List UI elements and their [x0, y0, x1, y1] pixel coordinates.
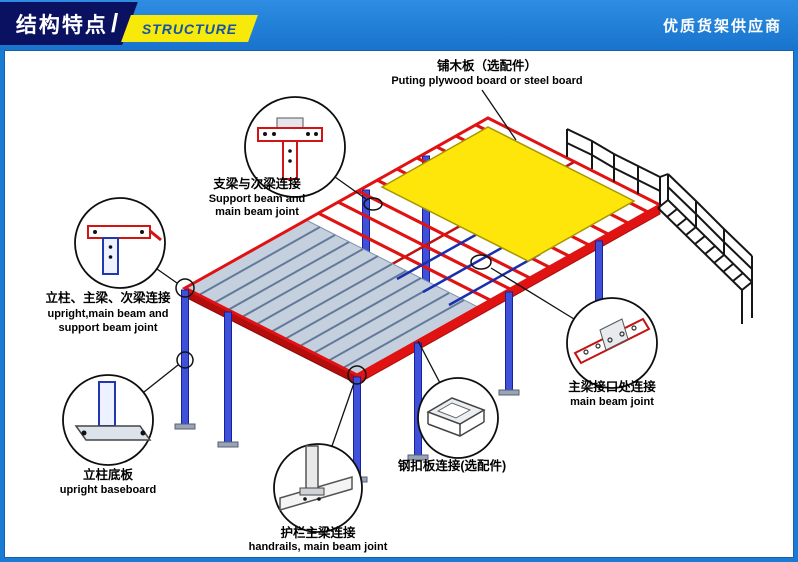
- label-buckle-cn: 钢扣板连接(选配件): [398, 458, 506, 473]
- brand-navy-shape: 结构特点 /: [0, 2, 139, 45]
- label-upright-joint-cn: 立柱、主梁、次梁连接: [45, 290, 171, 305]
- label-support-joint-en1: Support beam and: [209, 193, 306, 205]
- purlin-braces: [396, 226, 541, 307]
- marker-upright: [176, 351, 194, 369]
- label-handrail-en1: handrails, main beam joint: [249, 541, 388, 553]
- plywood-label: 铺木板（选配件） Puting plywood board or steel b…: [391, 58, 582, 87]
- label-baseboard-en1: upright baseboard: [60, 484, 157, 496]
- label-main-joint-en1: main beam joint: [570, 396, 654, 408]
- callout-buckle-plate: 钢扣板连接(选配件): [398, 377, 506, 473]
- callout-circle: [74, 197, 166, 289]
- label-main-joint-cn: 主梁接口处连接: [568, 379, 656, 394]
- label-upright-joint-en2: support beam joint: [59, 322, 158, 334]
- plywood-label-en: Puting plywood board or steel board: [391, 75, 582, 87]
- callout-main-beam-joint: 主梁接口处连接 main beam joint: [566, 297, 658, 408]
- page-title-en: STRUCTURE: [142, 20, 238, 37]
- marker-main-beam-joint: [470, 254, 492, 270]
- marker-corner-joint: [175, 278, 195, 298]
- callout-support-beam-joint: 支梁与次梁连接 Support beam and main beam joint: [209, 96, 346, 218]
- structure-diagram: 铺木板（选配件） Puting plywood board or steel b…: [45, 58, 753, 553]
- marker-handrail-joint: [347, 365, 367, 385]
- plywood-label-cn: 铺木板（选配件）: [437, 58, 537, 73]
- page-title-cn: 结构特点: [16, 13, 108, 37]
- joint-markers: [175, 197, 492, 385]
- leader-lines: [143, 89, 575, 447]
- platform-handrail: [566, 128, 661, 205]
- label-support-joint-en2: main beam joint: [215, 206, 299, 218]
- brand-yellow-shape: STRUCTURE: [121, 15, 259, 42]
- title-divider: /: [111, 8, 119, 38]
- company-tagline: 优质货架供应商: [662, 19, 782, 35]
- label-support-joint-cn: 支梁与次梁连接: [212, 176, 301, 191]
- label-handrail-cn: 护栏主梁连接: [280, 525, 356, 540]
- brand: 结构特点 / STRUCTURE: [0, 2, 259, 48]
- marker-support-joint: [363, 197, 383, 211]
- callout-upright-joint: 立柱、主梁、次梁连接 upright,main beam and support…: [45, 197, 171, 334]
- staircase: [657, 173, 753, 324]
- label-upright-joint-en1: upright,main beam and: [47, 308, 168, 320]
- callout-upright-baseboard: 立柱底板 upright baseboard: [60, 374, 157, 496]
- plywood-panel: [380, 126, 636, 262]
- label-baseboard-cn: 立柱底板: [83, 467, 134, 482]
- callout-handrail-joint: 护栏主梁连接 handrails, main beam joint: [249, 443, 388, 553]
- header-bar: 结构特点 / STRUCTURE 优质货架供应商: [0, 0, 798, 50]
